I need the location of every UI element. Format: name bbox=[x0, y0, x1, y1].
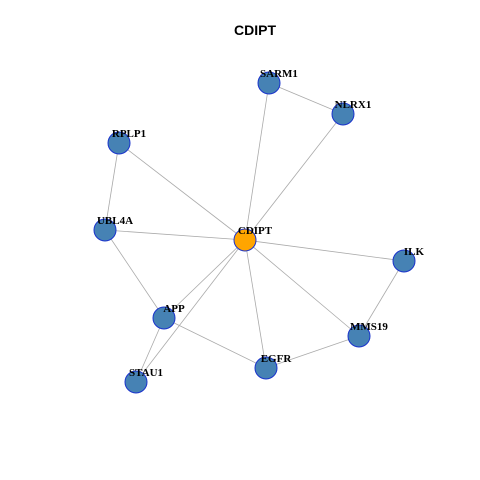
edge-cdipt-mms19 bbox=[244, 239, 360, 337]
edge-cdipt-ubl4a bbox=[104, 229, 246, 241]
node-circle-egfr bbox=[254, 356, 278, 380]
node-ubl4a: UBL4A bbox=[93, 215, 133, 242]
edge-cdipt-egfr bbox=[244, 239, 267, 369]
edge-ubl4a-app bbox=[104, 229, 165, 319]
edge-cdipt-ilk bbox=[244, 239, 405, 262]
node-label-mms19: MMS19 bbox=[350, 321, 388, 333]
node-label-rplp1: RPLP1 bbox=[112, 128, 146, 140]
node-ilk: ILK bbox=[392, 246, 425, 273]
node-label-nlrx1: NLRX1 bbox=[335, 99, 372, 111]
node-label-ilk: ILK bbox=[404, 246, 425, 258]
node-label-stau1: STAU1 bbox=[129, 367, 163, 379]
node-label-egfr: EGFR bbox=[261, 353, 293, 365]
edges-layer bbox=[104, 82, 405, 383]
node-circle-nlrx1 bbox=[331, 102, 355, 126]
edge-cdipt-app bbox=[163, 239, 246, 319]
edge-cdipt-rplp1 bbox=[118, 142, 246, 241]
graph-title: CDIPT bbox=[234, 22, 276, 38]
node-label-ubl4a: UBL4A bbox=[97, 215, 133, 227]
node-mms19: MMS19 bbox=[347, 321, 388, 348]
edge-mms19-ilk bbox=[358, 260, 405, 337]
node-nlrx1: NLRX1 bbox=[331, 99, 372, 126]
node-rplp1: RPLP1 bbox=[107, 128, 146, 155]
edge-cdipt-sarm1 bbox=[244, 82, 270, 241]
edge-app-egfr bbox=[163, 317, 267, 369]
edge-cdipt-stau1 bbox=[135, 239, 246, 383]
node-circle-cdipt bbox=[233, 228, 257, 252]
edge-app-stau1 bbox=[135, 317, 165, 383]
node-stau1: STAU1 bbox=[124, 367, 163, 394]
node-circle-ubl4a bbox=[93, 218, 117, 242]
node-egfr: EGFR bbox=[254, 353, 293, 380]
node-circle-ilk bbox=[392, 249, 416, 273]
node-cdipt: CDIPT bbox=[233, 225, 273, 252]
edge-egfr-mms19 bbox=[265, 335, 360, 369]
node-circle-mms19 bbox=[347, 324, 371, 348]
node-circle-sarm1 bbox=[257, 71, 281, 95]
node-label-cdipt: CDIPT bbox=[238, 225, 273, 237]
edge-sarm1-nlrx1 bbox=[268, 82, 344, 115]
node-circle-rplp1 bbox=[107, 131, 131, 155]
node-label-app: APP bbox=[163, 303, 185, 315]
edge-rplp1-ubl4a bbox=[104, 142, 120, 231]
node-circle-stau1 bbox=[124, 370, 148, 394]
node-circle-app bbox=[152, 306, 176, 330]
node-app: APP bbox=[152, 303, 185, 330]
node-sarm1: SARM1 bbox=[257, 68, 298, 95]
edge-cdipt-nlrx1 bbox=[244, 113, 344, 241]
node-label-sarm1: SARM1 bbox=[260, 68, 298, 80]
